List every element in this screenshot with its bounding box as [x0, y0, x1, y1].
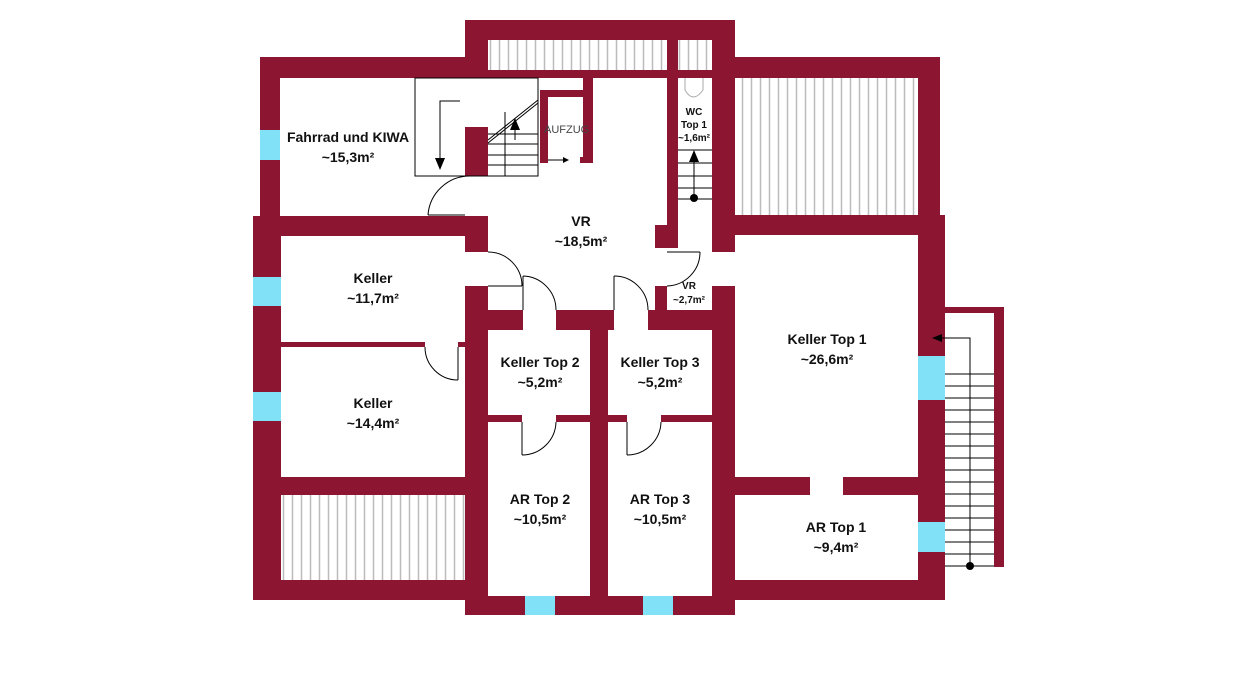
room-wc: WC Top 1 ~1,6m² [678, 107, 711, 144]
room-ar-top-1: AR Top 1 ~9,4m² [806, 519, 867, 555]
room-ar-top-2: AR Top 2 ~10,5m² [510, 491, 571, 527]
room-fahrrad: Fahrrad und KIWA ~15,3m² [287, 129, 409, 165]
room-name: Keller Top 3 [620, 354, 699, 370]
room-name: AR Top 2 [510, 491, 571, 507]
room-area: ~2,7m² [673, 295, 706, 306]
room-name: AR Top 3 [630, 491, 691, 507]
room-name: VR [571, 213, 590, 229]
room-name: Keller [354, 395, 393, 411]
wc-staircase [678, 78, 712, 202]
light-well-top-small [678, 40, 712, 70]
room-area: ~15,3m² [322, 149, 375, 165]
arrow-down-icon [435, 158, 445, 170]
room-name: Keller Top 1 [787, 331, 866, 347]
main-staircase [414, 77, 569, 177]
room-name: WC [686, 107, 703, 118]
room-area: ~1,6m² [678, 133, 711, 144]
room-area: ~5,2m² [518, 374, 563, 390]
light-well-bottom-left [281, 495, 465, 580]
room-area: ~10,5m² [634, 511, 687, 527]
room-area: ~11,7m² [347, 290, 399, 306]
exterior-staircase [932, 334, 994, 570]
room-area: ~9,4m² [814, 539, 859, 555]
room-name: VR [682, 281, 697, 292]
room-name: Keller [354, 270, 393, 286]
room-name: Keller Top 2 [500, 354, 579, 370]
room-keller-top-2: Keller Top 2 ~5,2m² [500, 354, 579, 390]
light-wells [281, 40, 918, 580]
light-well-top [488, 40, 667, 70]
room-vr: VR ~18,5m² [555, 213, 608, 249]
windows [253, 130, 945, 615]
room-vr-small: VR ~2,7m² [673, 281, 706, 306]
room-area: ~10,5m² [514, 511, 567, 527]
room-keller-top-1: Keller Top 1 ~26,6m² [787, 331, 866, 367]
light-well-right [735, 78, 918, 215]
room-keller-2: Keller ~14,4m² [347, 395, 400, 431]
room-name: AR Top 1 [806, 519, 867, 535]
room-keller-top-3: Keller Top 3 ~5,2m² [620, 354, 699, 390]
elevator-label: AUFZUG [544, 124, 589, 136]
arrow-up-icon [510, 118, 520, 130]
room-area: ~18,5m² [555, 233, 608, 249]
room-area: ~26,6m² [801, 351, 854, 367]
room-keller-1: Keller ~11,7m² [347, 270, 399, 306]
doors [424, 175, 701, 456]
room-name: Fahrrad und KIWA [287, 129, 409, 145]
room-area: ~5,2m² [638, 374, 683, 390]
room-area: ~14,4m² [347, 415, 400, 431]
room-ar-top-3: AR Top 3 ~10,5m² [630, 491, 691, 527]
room-sub: Top 1 [681, 120, 707, 131]
